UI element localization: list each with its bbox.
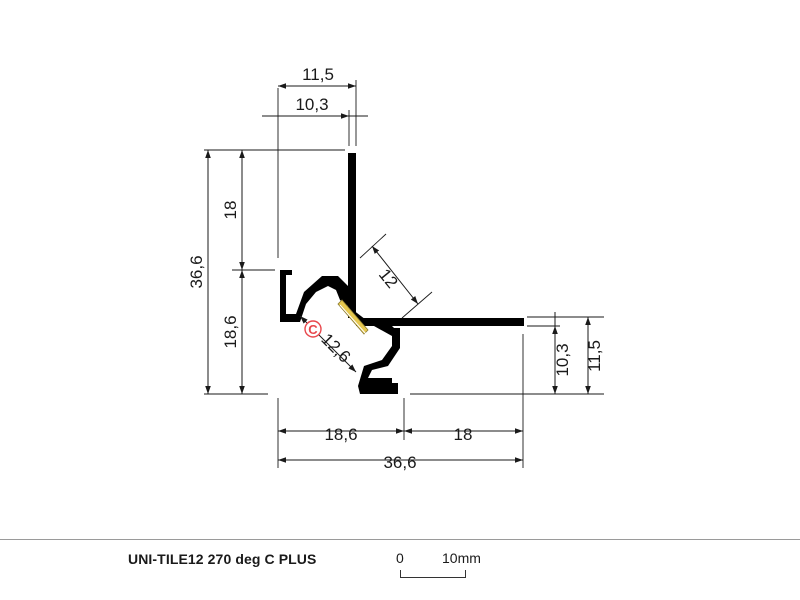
dim-left-lower: 18,6 <box>221 315 240 348</box>
scale-end-label: 10mm <box>442 550 481 566</box>
product-title: UNI-TILE12 270 deg C PLUS <box>128 551 317 567</box>
dim-top-inner: 10,3 <box>295 95 328 114</box>
dim-left-upper: 18 <box>221 201 240 220</box>
dim-right-outer: 11,5 <box>585 340 604 372</box>
footer-divider <box>0 539 800 540</box>
scale-bar-line <box>400 570 466 578</box>
dim-bottom-total: 36,6 <box>383 453 416 472</box>
dimension-lines <box>205 83 591 463</box>
cover-marker-c: C <box>304 320 322 338</box>
extension-lines <box>204 80 604 468</box>
dim-right-inner: 10,3 <box>553 343 572 376</box>
scale-start-label: 0 <box>396 550 404 566</box>
dim-top-outer: 11,5 <box>302 65 334 84</box>
dim-bottom-right: 18 <box>454 425 473 444</box>
dim-bottom-left: 18,6 <box>324 425 357 444</box>
profile-body <box>280 270 400 394</box>
dim-diagonal-inner: 12,6 <box>317 330 354 367</box>
technical-drawing: 11,5 10,3 36,6 18 18,6 12 12,6 10,3 11,5… <box>187 65 604 472</box>
profile-shape <box>280 153 524 394</box>
dim-diagonal-led: 12 <box>375 265 402 292</box>
cover-marker-label: C <box>308 322 318 337</box>
scale-bar: 0 10mm <box>392 549 502 583</box>
profile-right-arm <box>356 318 524 326</box>
profile-top-arm <box>348 153 356 318</box>
dim-left-total: 36,6 <box>187 255 206 288</box>
